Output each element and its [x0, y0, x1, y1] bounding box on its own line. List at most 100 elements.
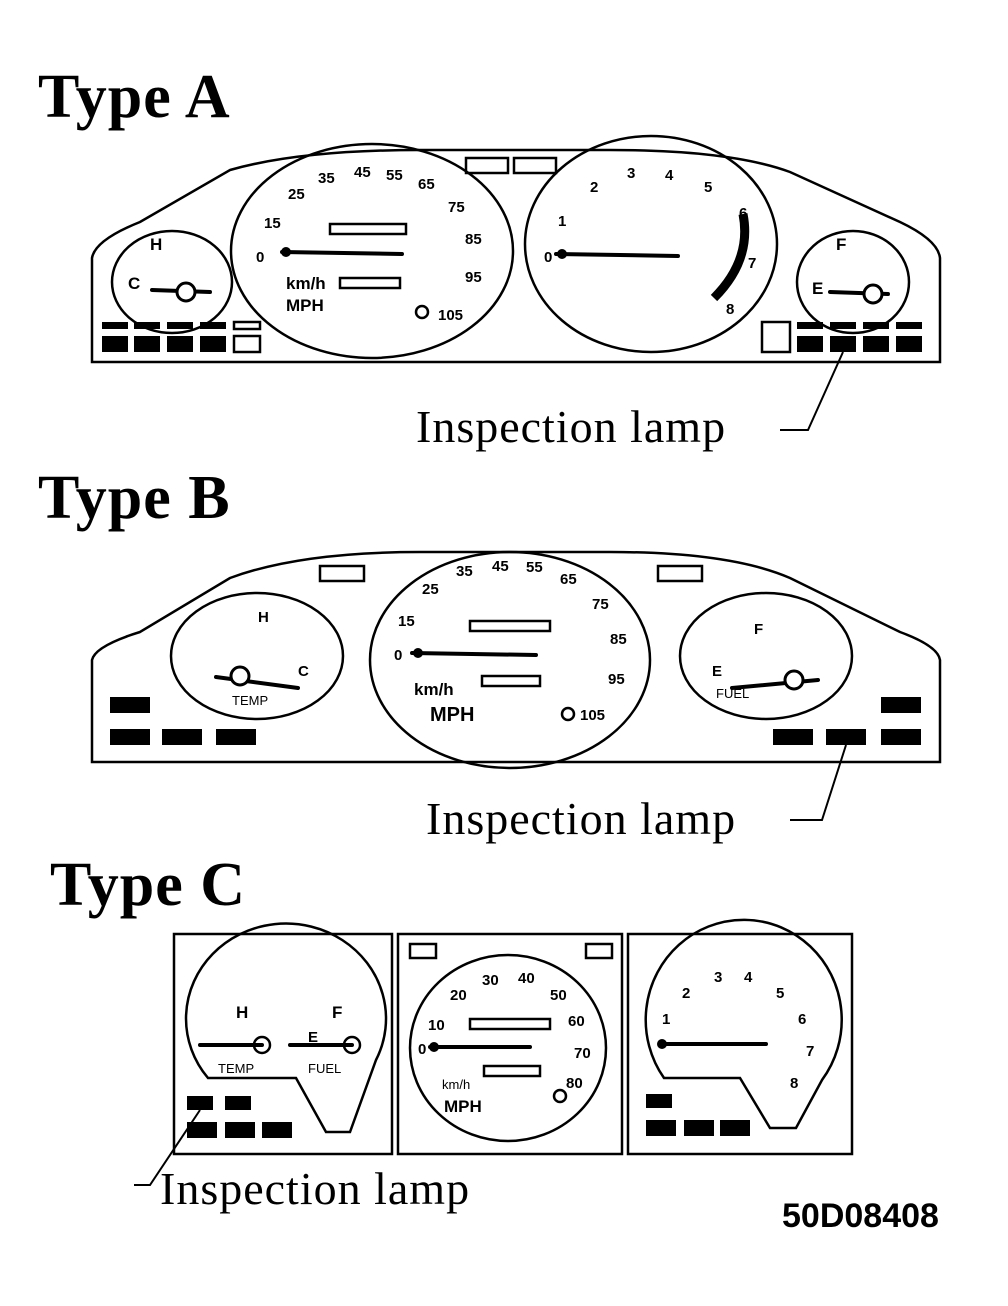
type-c-inspection-lamp-label: Inspection lamp: [160, 1163, 471, 1214]
type-a-tacho-2: 2: [590, 179, 598, 196]
type-c-speedo-30: 30: [482, 972, 499, 989]
type-a-speedo-65: 65: [418, 176, 435, 193]
type-a-speedo-85: 85: [465, 231, 482, 248]
type-a-speedo-0: 0: [256, 249, 264, 266]
type-c-fuel-full: F: [332, 1003, 342, 1022]
type-c-right-panel: [626, 932, 854, 1156]
type-c-speedo-0: 0: [418, 1041, 426, 1058]
warning-lamps: [102, 322, 922, 1138]
type-c-left-panel: [172, 932, 394, 1156]
type-c-indicator-left: [408, 942, 438, 960]
type-a-speedo-15: 15: [264, 215, 281, 232]
type-c-speedo-50: 50: [550, 987, 567, 1004]
type-a-cluster-outline: [90, 148, 942, 364]
type-a-fuel-empty: E: [812, 279, 823, 298]
type-a-lamp-outline-3: [760, 320, 792, 354]
type-b-speedo-65: 65: [560, 571, 577, 588]
type-c-indicator-right: [584, 942, 614, 960]
type-a-tacho-3: 3: [627, 165, 635, 182]
type-b-fuel-full: F: [754, 621, 763, 638]
type-b-temp-gauge: [169, 591, 345, 721]
type-a-speedo-35: 35: [318, 170, 335, 187]
type-b-trip-meter: [480, 674, 542, 688]
type-c-speedo-60: 60: [568, 1013, 585, 1030]
type-c-fuel-label: FUEL: [308, 1061, 341, 1076]
needles: [150, 250, 890, 1049]
type-b-speedometer: [368, 550, 652, 770]
type-a-speedo-25: 25: [288, 186, 305, 203]
type-c-inspection-lamp: [187, 1096, 213, 1110]
type-c-speedometer: [408, 953, 608, 1143]
heading-type-c: Type C: [50, 851, 247, 919]
type-c-tacho-1: 1: [662, 1011, 670, 1028]
type-a-speedo-45: 45: [354, 164, 371, 181]
type-a-tacho-0: 0: [544, 249, 552, 266]
type-b-speedo-15: 15: [398, 613, 415, 630]
type-b-speedo-25: 25: [422, 581, 439, 598]
type-a-indicator-right: [512, 156, 558, 175]
type-b-fuel-label: FUEL: [716, 686, 749, 701]
type-a-tachometer: [523, 134, 779, 354]
type-b-speedo-85: 85: [610, 631, 627, 648]
type-a-odometer: [328, 222, 408, 236]
type-a-unit-mph: MPH: [286, 296, 324, 315]
type-a-speedometer: [229, 142, 515, 360]
heading-type-b: Type B: [38, 464, 231, 532]
type-c-tacho-2: 2: [682, 985, 690, 1002]
type-a-tacho-8: 8: [726, 301, 734, 318]
type-c-unit-mph: MPH: [444, 1097, 482, 1116]
type-b-speedo-55: 55: [526, 559, 543, 576]
type-a-inspection-lamp: [830, 336, 856, 352]
type-c-center-panel: [396, 932, 624, 1156]
type-a-tacho-4: 4: [665, 167, 674, 184]
type-a-trip-meter: [338, 276, 402, 290]
type-c-trip-meter: [482, 1064, 542, 1078]
type-a-speedo-95: 95: [465, 269, 482, 286]
type-a-inspection-lamp-label: Inspection lamp: [416, 401, 727, 452]
type-a-leader: [780, 351, 844, 431]
type-a-trip-reset: [414, 304, 430, 320]
type-b-inspection-lamp: [826, 729, 866, 745]
type-b-fuel-gauge: [678, 591, 854, 721]
type-b-unit-mph: MPH: [430, 704, 474, 726]
type-b-indicator-left: [318, 564, 366, 583]
type-a-speedo-75: 75: [448, 199, 465, 216]
type-c-temp-hot: H: [236, 1003, 248, 1022]
type-c-gauge-face-left: [184, 922, 388, 1134]
type-a-unit-kmh: km/h: [286, 274, 326, 293]
type-c-unit-kmh: km/h: [442, 1077, 470, 1092]
type-b-speedo-75: 75: [592, 596, 609, 613]
type-b-temp-label: TEMP: [232, 693, 268, 708]
heading-type-a: Type A: [38, 63, 231, 131]
type-c-tacho-8: 8: [790, 1075, 798, 1092]
type-b-unit-kmh: km/h: [414, 680, 454, 699]
type-c-speedo-ticks: 0 10 20 30 40 50 60 70 80: [418, 970, 591, 1092]
type-a-fuel-gauge: [795, 229, 911, 335]
type-b-leader: [790, 744, 847, 821]
type-a-fuel-full: F: [836, 235, 846, 254]
type-c-speedo-10: 10: [428, 1017, 445, 1034]
type-b-speedo-35: 35: [456, 563, 473, 580]
type-a-tacho-1: 1: [558, 213, 566, 230]
type-c-speedo-20: 20: [450, 987, 467, 1004]
type-c-tachometer: [644, 918, 843, 1130]
type-b-trip-reset: [560, 706, 576, 722]
type-c-tacho-ticks: 1 2 3 4 5 6 7 8: [662, 969, 814, 1092]
type-a-lamp-outline-1: [232, 320, 262, 331]
type-c-tacho-4: 4: [744, 969, 753, 986]
type-a-lamp-outline-2: [232, 334, 262, 354]
type-b-speedo-45: 45: [492, 558, 509, 575]
type-a-speedo-ticks: 0 15 25 35 45 55 65 75 85 95 105: [256, 164, 482, 324]
type-c-tacho-6: 6: [798, 1011, 806, 1028]
type-c-tacho-3: 3: [714, 969, 722, 986]
type-c-fuel-empty: E: [308, 1029, 318, 1046]
type-a-tacho-6: 6: [739, 205, 747, 222]
type-c-odometer: [468, 1017, 552, 1031]
type-c-temp-label: TEMP: [218, 1061, 254, 1076]
type-c-trip-reset: [552, 1088, 568, 1104]
type-c-speedo-80: 80: [566, 1075, 583, 1092]
type-c-tacho-7: 7: [806, 1043, 814, 1060]
type-b-speedo-95: 95: [608, 671, 625, 688]
type-a-tacho-5: 5: [704, 179, 712, 196]
